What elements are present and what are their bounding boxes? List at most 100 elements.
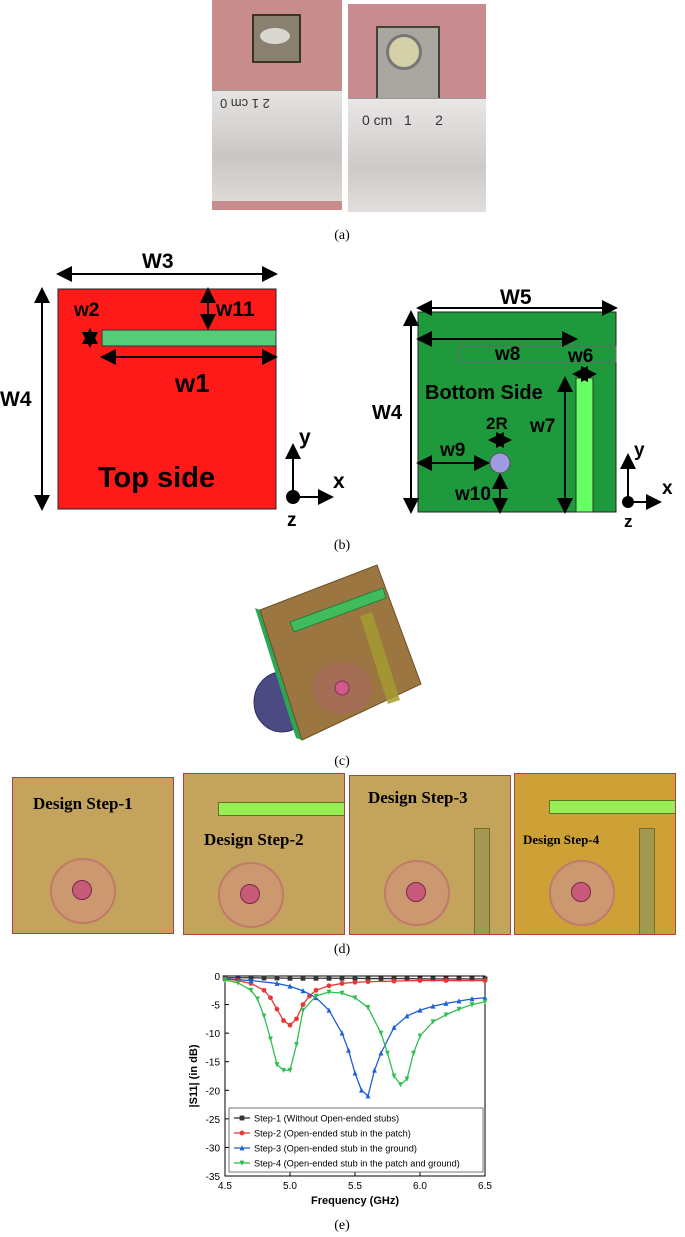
series-3-point xyxy=(417,1007,423,1013)
series-3-point xyxy=(391,1024,397,1030)
series-1-point xyxy=(274,975,280,981)
series-3-point xyxy=(456,998,462,1004)
legend-label-4: Step-4 (Open-ended stub in the patch and… xyxy=(254,1159,460,1169)
series-2-point xyxy=(261,987,267,993)
y-tick-label: -25 xyxy=(206,1115,221,1126)
series-1-point xyxy=(469,976,475,982)
y-tick-label: 0 xyxy=(214,972,220,983)
coax-pin-3 xyxy=(406,882,426,902)
design-step-2-label: Design Step-2 xyxy=(204,830,304,849)
design-step-1: Design Step-1 xyxy=(12,777,174,934)
series-3-point xyxy=(274,980,280,986)
label-2r: 2R xyxy=(486,414,508,433)
patch-top xyxy=(57,288,277,510)
legend-marker-4 xyxy=(239,1160,245,1166)
series-2-point xyxy=(300,1002,306,1007)
label-w5: W5 xyxy=(500,286,532,309)
design-step-3-label: Design Step-3 xyxy=(368,788,468,807)
series-4-point xyxy=(482,999,488,1005)
series-4-point xyxy=(391,1073,397,1079)
series-3-point xyxy=(372,1067,377,1073)
ground-stub-4 xyxy=(639,828,655,934)
antenna-3d-render xyxy=(253,564,422,741)
x-tick-label: 4.5 xyxy=(218,1181,232,1192)
label-axis-z-left: z xyxy=(287,510,297,531)
series-2-point xyxy=(417,978,423,983)
series-4-point xyxy=(352,995,358,1001)
series-3-point xyxy=(430,1003,436,1009)
series-1-point xyxy=(378,976,384,981)
series-4-point xyxy=(326,989,332,995)
label-w3: W3 xyxy=(142,250,174,273)
series-1-point xyxy=(287,975,293,981)
design-step-4-label: Design Step-4 xyxy=(523,832,600,847)
series-4-point xyxy=(411,1050,416,1057)
series-4-point xyxy=(313,993,319,999)
series-1-point xyxy=(235,975,241,981)
photo-top-side: 2 1 cm 0 xyxy=(212,0,342,210)
series-3-point xyxy=(326,1007,332,1013)
label-w9: w9 xyxy=(440,440,466,461)
label-w7: w7 xyxy=(530,416,556,437)
series-1-point xyxy=(391,976,397,981)
series-1-point xyxy=(456,976,462,982)
series-2-point xyxy=(274,1006,280,1012)
design-step-4: Design Step-4 xyxy=(514,773,676,935)
x-tick-label: 5.0 xyxy=(283,1181,297,1192)
series-2-point xyxy=(294,1016,299,1022)
series-4-point xyxy=(222,977,228,983)
y-tick-label: -30 xyxy=(206,1143,221,1154)
series-1-point xyxy=(339,975,345,981)
label-w11: w11 xyxy=(216,298,255,321)
series-4-point xyxy=(235,980,241,986)
legend-label-1: Step-1 (Without Open-ended stubs) xyxy=(254,1114,399,1124)
series-4-point xyxy=(261,1013,267,1019)
series-3-point xyxy=(300,987,306,994)
y-tick-label: -20 xyxy=(206,1086,221,1097)
label-w2: w2 xyxy=(74,300,100,321)
series-1-point xyxy=(365,976,371,981)
series-3-point xyxy=(248,977,254,983)
series-1-point xyxy=(313,975,319,981)
sma-connector xyxy=(386,34,422,70)
coax-ring-4 xyxy=(549,860,615,926)
label-axis-y-left: y xyxy=(299,426,311,449)
series-2-point xyxy=(339,981,345,986)
series-line-4 xyxy=(224,979,486,1086)
label-bottom-side: Bottom Side xyxy=(425,382,543,404)
caption-e: (e) xyxy=(334,1218,350,1233)
label-top-side: Top side xyxy=(98,462,216,494)
series-4-point xyxy=(339,990,345,997)
series-4-point xyxy=(404,1076,410,1082)
series-4-point xyxy=(417,1033,423,1039)
series-3-point xyxy=(404,1013,410,1019)
caption-c: (c) xyxy=(334,754,350,769)
patch-stub-2 xyxy=(218,802,344,816)
series-3-point xyxy=(287,983,293,989)
ruler-right-text: 0 cm 1 2 xyxy=(362,112,443,128)
label-axis-y-right: y xyxy=(634,440,645,461)
coax-feed xyxy=(489,452,511,474)
patch-stub xyxy=(101,329,277,347)
series-line-3 xyxy=(224,978,486,1098)
series-4-point xyxy=(274,1062,280,1068)
series-4-point xyxy=(469,1002,475,1008)
x-tick-label: 5.5 xyxy=(348,1181,362,1192)
series-2-point xyxy=(482,978,488,983)
coax-pin xyxy=(72,880,92,900)
design-step-3: Design Step-3 xyxy=(349,775,511,935)
caption-d: (d) xyxy=(333,942,351,957)
design-step-1-label: Design Step-1 xyxy=(33,794,133,813)
legend-marker-1 xyxy=(239,1115,245,1121)
legend-label-3: Step-3 (Open-ended stub in the ground) xyxy=(254,1144,417,1154)
caption-b: (b) xyxy=(333,538,351,553)
x-tick-label: 6.0 xyxy=(413,1181,427,1192)
series-4-point xyxy=(300,1007,306,1014)
series-4-point xyxy=(248,987,254,994)
series-3-point xyxy=(443,1000,449,1006)
photo-bottom-side: 0 cm 1 2 xyxy=(348,4,486,212)
series-1-point xyxy=(261,975,267,981)
series-3-point xyxy=(339,1030,345,1036)
series-4-point xyxy=(443,1012,449,1018)
